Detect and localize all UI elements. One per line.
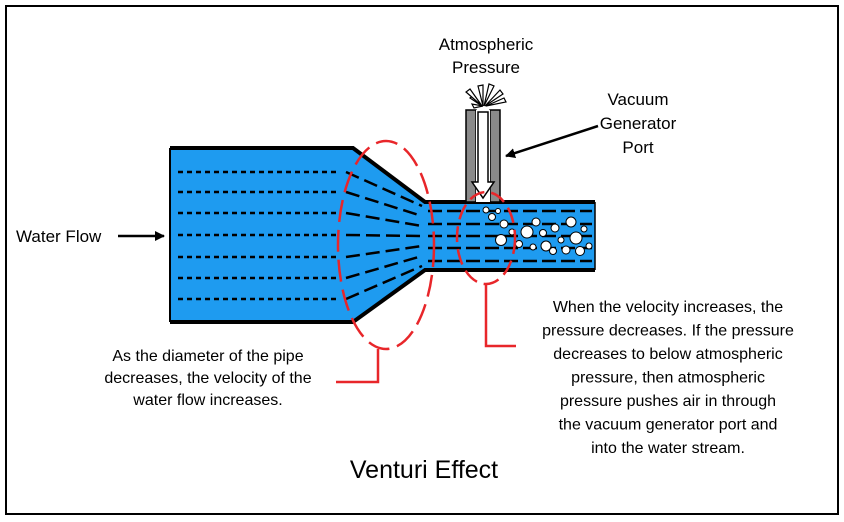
generator-label: Generator: [600, 114, 677, 133]
port-wall-right: [489, 109, 501, 203]
air-bubble: [565, 216, 577, 228]
velocity-note-line: pressure decreases. If the pressure: [542, 323, 794, 340]
air-bubble: [499, 219, 509, 229]
air-bubble: [495, 208, 501, 214]
narrow-pipe-flow-lines: [428, 209, 592, 263]
air-bubble: [515, 240, 523, 248]
converging-line: [345, 211, 423, 228]
vacuum-port-arrow: [505, 124, 599, 158]
air-puff-icon: [465, 83, 507, 109]
velocity-note: When the velocity increases, the pressure…: [542, 299, 794, 457]
air-bubble: [575, 246, 585, 256]
atmospheric-label: Atmospheric: [439, 35, 534, 54]
diameter-note-line: As the diameter of the pipe: [112, 348, 303, 365]
converging-line: [345, 190, 423, 218]
velocity-note-line: into the water stream.: [591, 440, 745, 457]
pressure-label: Pressure: [452, 58, 520, 77]
wide-pipe-flow-lines: [178, 170, 340, 301]
port-label: Port: [622, 138, 653, 157]
velocity-note-line: pressure, then atmospheric: [571, 370, 765, 387]
air-bubble: [495, 234, 507, 246]
water-flow-label: Water Flow: [16, 227, 102, 246]
air-bubble: [539, 229, 547, 237]
converging-line: [345, 254, 423, 280]
air-bubble: [585, 242, 593, 250]
pipe-bottom-wall: [170, 268, 595, 324]
diameter-note: As the diameter of the pipe decreases, th…: [104, 348, 311, 409]
air-bubble: [580, 225, 588, 233]
air-bubble: [550, 223, 560, 233]
vacuum-port: [465, 109, 501, 203]
air-bubbles: [482, 206, 593, 256]
outer-border: [5, 5, 839, 515]
velocity-note-line: When the velocity increases, the: [553, 299, 783, 316]
diagram-title: Venturi Effect: [350, 456, 498, 484]
velocity-note-line: decreases to below atmospheric: [553, 346, 782, 363]
pipe-top-wall: [170, 146, 595, 204]
converging-highlight-ellipse: [336, 139, 436, 351]
converging-line: [345, 233, 423, 238]
diameter-note-line: water flow increases.: [132, 392, 282, 409]
diameter-note-line: decreases, the velocity of the: [104, 370, 311, 387]
converging-line: [345, 244, 423, 259]
velocity-note-line: the vacuum generator port and: [559, 417, 778, 434]
velocity-note-line: pressure pushes air in through: [560, 393, 776, 410]
air-bubble: [482, 206, 490, 214]
air-bubble: [531, 217, 541, 227]
converging-line: [345, 170, 423, 208]
air-bubble: [520, 225, 534, 239]
vacuum-label: Vacuum: [607, 90, 668, 109]
port-wall-left: [465, 109, 477, 203]
air-bubble: [557, 236, 565, 244]
air-bubble: [569, 231, 583, 245]
velocity-note-leader: [484, 284, 516, 348]
converging-line: [345, 264, 423, 301]
air-bubble: [540, 240, 552, 252]
air-bubble: [561, 245, 571, 255]
diameter-note-leader: [336, 349, 380, 384]
air-inflow-arrow: [470, 111, 496, 200]
air-bubble: [488, 213, 496, 221]
air-bubble: [549, 247, 557, 255]
air-bubble: [529, 243, 537, 251]
converging-flow-lines: [345, 170, 423, 301]
